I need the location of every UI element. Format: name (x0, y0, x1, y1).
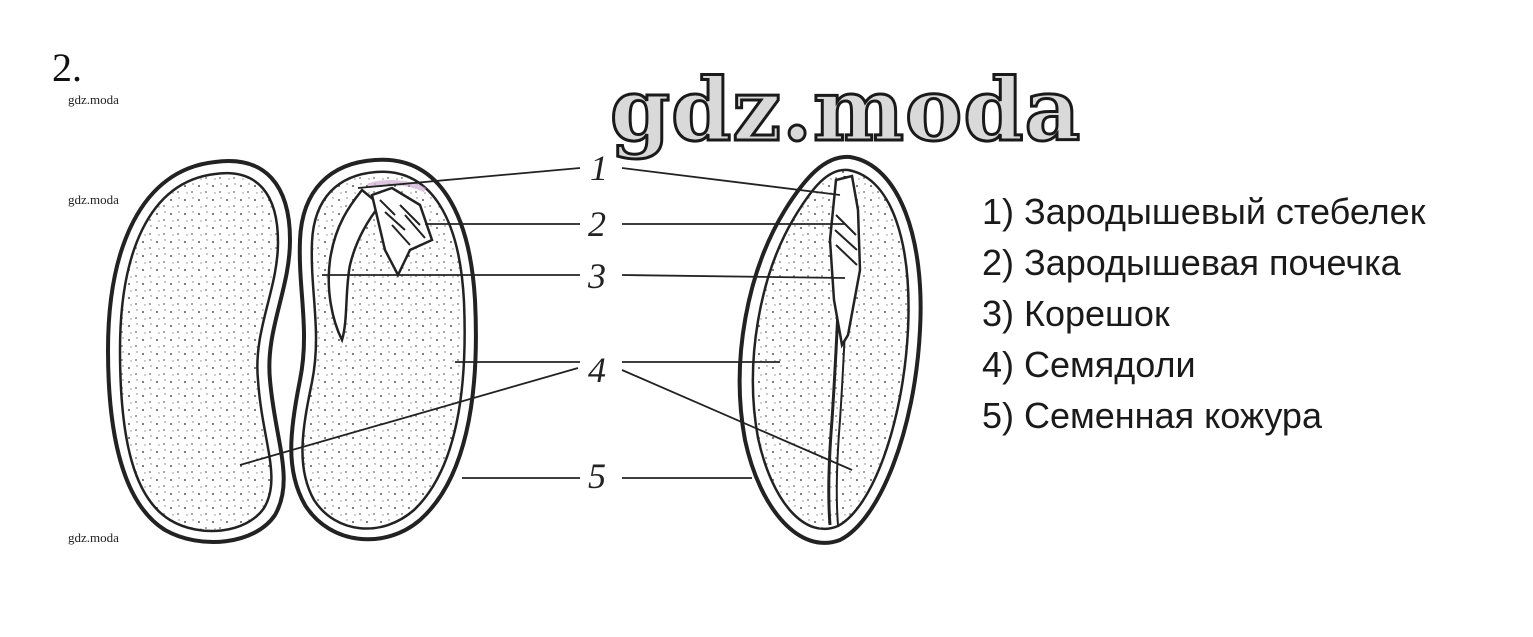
callout-3: 3 (587, 256, 606, 296)
seed-left-half (105, 159, 293, 544)
legend-item: 5) Семенная кожура (982, 395, 1322, 436)
legend-list: 1) Зародышевый стебелек 2) Зародышевая п… (982, 186, 1425, 441)
watermark-small: gdz.moda (68, 530, 119, 545)
seed-right (737, 154, 923, 545)
seed-middle-half (289, 157, 478, 542)
legend-item: 1) Зародышевый стебелек (982, 191, 1426, 232)
watermark-logo: gdz.moda (608, 59, 1082, 163)
legend-item: 3) Корешок (982, 293, 1170, 334)
callout-4: 4 (588, 350, 606, 390)
leader-lines (239, 167, 853, 479)
task-number: 2. (52, 45, 82, 90)
callout-5: 5 (588, 456, 606, 496)
legend-item: 2) Зародышевая почечка (982, 242, 1401, 283)
watermark-small: gdz.moda (68, 192, 119, 207)
callout-1: 1 (590, 148, 608, 188)
legend-item: 4) Семядоли (982, 344, 1196, 385)
callout-2: 2 (588, 204, 606, 244)
watermark-small: gdz.moda (68, 92, 119, 107)
